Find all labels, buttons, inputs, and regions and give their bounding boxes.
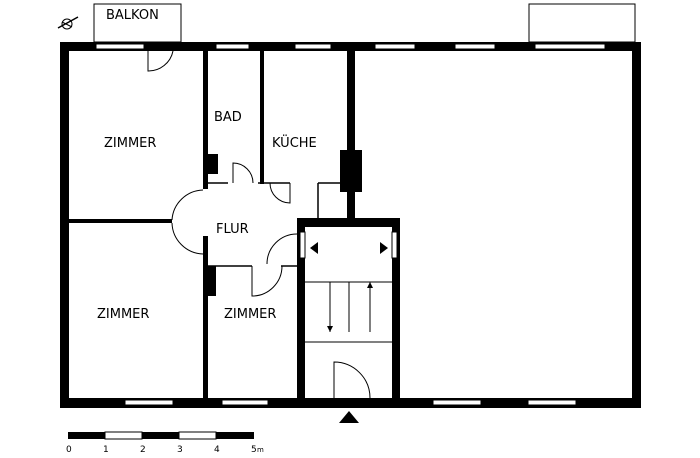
scale-tick-3: 3 — [177, 445, 183, 455]
label-zimmer-top-left: ZIMMER — [104, 136, 156, 151]
top-windows — [95, 43, 606, 50]
north-arrow-icon — [57, 16, 79, 30]
bottom-windows — [124, 399, 577, 406]
label-zimmer-bottom-mid: ZIMMER — [224, 307, 276, 322]
label-balkon: BALKON — [106, 8, 159, 23]
scale-tick-2: 2 — [140, 445, 146, 455]
label-bad: BAD — [214, 110, 242, 125]
scale-tick-4: 4 — [214, 445, 220, 455]
scale-tick-5: 5 — [251, 445, 257, 455]
outer-walls — [60, 42, 641, 408]
interior-walls — [69, 51, 400, 398]
balcony-right — [528, 3, 636, 43]
scale-bar: 0 1 2 3 4 5 m — [66, 431, 264, 455]
entrance-marker-icon — [339, 411, 359, 423]
scale-tick-0: 0 — [66, 445, 72, 455]
label-kueche: KÜCHE — [272, 134, 317, 151]
doors — [147, 50, 371, 399]
label-flur: FLUR — [216, 222, 249, 237]
scale-unit: m — [257, 446, 264, 454]
staircase — [299, 231, 398, 343]
label-zimmer-bottom-left: ZIMMER — [97, 307, 149, 322]
scale-tick-1: 1 — [103, 445, 109, 455]
